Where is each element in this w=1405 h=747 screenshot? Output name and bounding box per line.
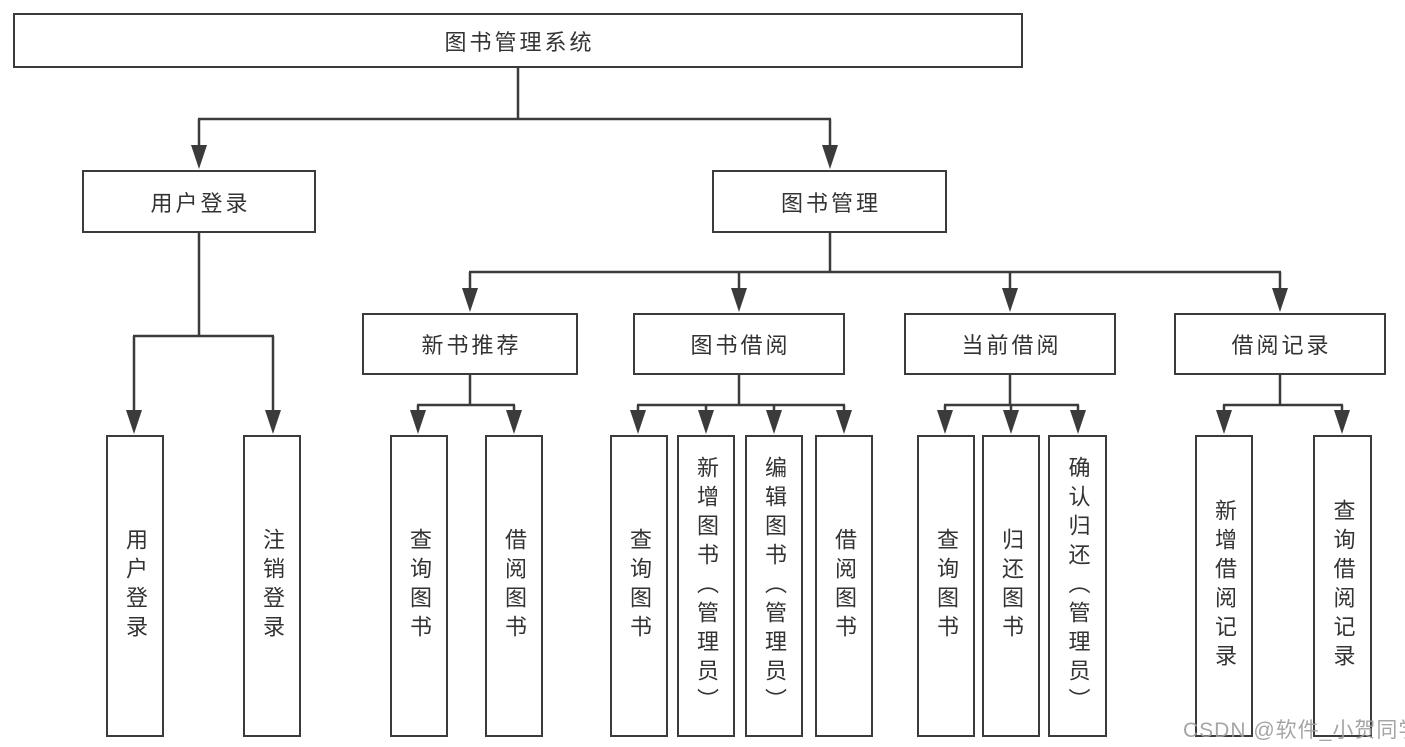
node-leaf-logout: 注销登录 (243, 435, 301, 737)
node-leaf-confirm-return-admin: 确认归还（管理员） (1048, 435, 1107, 737)
node-borrow-records: 借阅记录 (1174, 313, 1386, 375)
leaf-label: 编辑图书（管理员） (762, 455, 787, 717)
node-book-management: 图书管理 (712, 170, 947, 233)
node-root-library-system: 图书管理系统 (13, 13, 1023, 68)
leaf-label: 新增图书（管理员） (694, 455, 719, 717)
csdn-watermark: CSDN @软件_小贺同学 (1183, 719, 1405, 742)
node-book-borrow: 图书借阅 (633, 313, 845, 375)
leaf-label: 借阅图书 (832, 528, 857, 644)
node-leaf-borrow-book-2: 借阅图书 (815, 435, 873, 737)
node-user-login: 用户登录 (82, 170, 316, 233)
node-leaf-add-borrow-record: 新增借阅记录 (1195, 435, 1253, 737)
leaf-label: 借阅图书 (502, 528, 527, 644)
node-leaf-query-book-2: 查询图书 (610, 435, 668, 737)
leaf-label: 查询借阅记录 (1330, 499, 1356, 673)
arrowheads (126, 145, 1350, 434)
node-new-book-recommend: 新书推荐 (362, 313, 578, 375)
leaf-label: 用户登录 (123, 528, 148, 644)
node-leaf-query-book-3: 查询图书 (917, 435, 975, 737)
node-leaf-borrow-book-1: 借阅图书 (485, 435, 543, 737)
node-current-borrow: 当前借阅 (904, 313, 1116, 375)
node-leaf-add-book-admin: 新增图书（管理员） (677, 435, 735, 737)
node-leaf-user-login: 用户登录 (106, 435, 164, 737)
leaf-label: 查询图书 (407, 528, 432, 644)
node-leaf-edit-book-admin: 编辑图书（管理员） (745, 435, 803, 737)
leaf-label: 确认归还（管理员） (1065, 455, 1091, 717)
node-leaf-query-borrow-record: 查询借阅记录 (1313, 435, 1372, 737)
leaf-label: 查询图书 (627, 528, 652, 644)
node-leaf-return-book: 归还图书 (982, 435, 1040, 737)
leaf-label: 归还图书 (999, 528, 1024, 644)
leaf-label: 新增借阅记录 (1212, 499, 1237, 673)
leaf-label: 查询图书 (934, 528, 959, 644)
node-leaf-query-book-1: 查询图书 (390, 435, 448, 737)
leaf-label: 注销登录 (260, 528, 285, 644)
